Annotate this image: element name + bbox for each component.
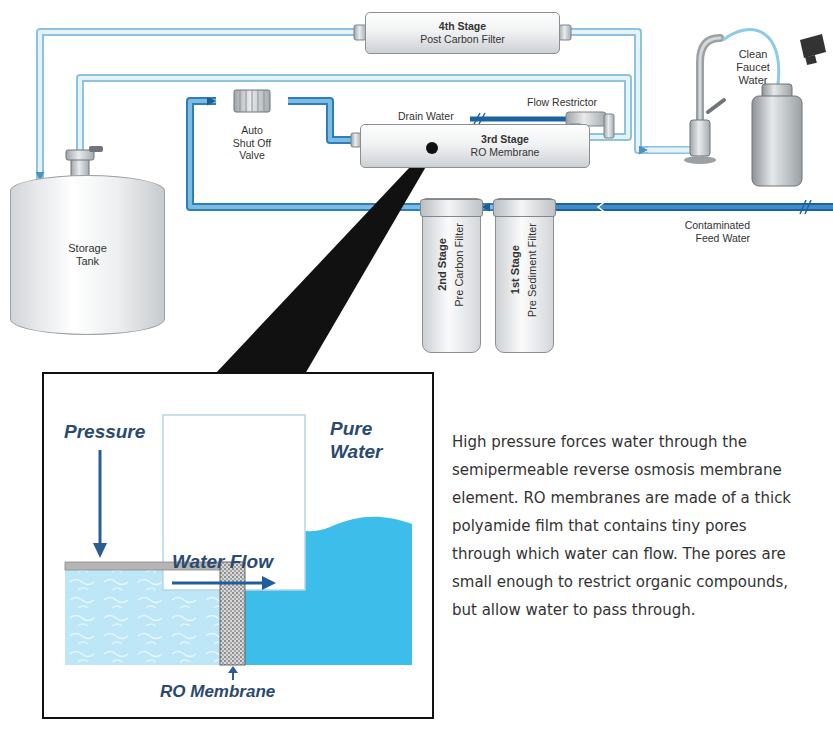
node-text-group: Auto Shut Off Valve bbox=[231, 124, 273, 162]
node-text-group: Storage Tank bbox=[57, 242, 119, 268]
filter-housing: 2nd StagePre Carbon Filter bbox=[422, 198, 481, 353]
valve-body bbox=[234, 90, 270, 112]
filter-cartridge: 4th StagePost Carbon Filter bbox=[365, 12, 560, 54]
pipe-flow bbox=[288, 101, 360, 140]
stage-heading: 2nd Stage bbox=[434, 223, 451, 307]
part-label: Flow Restrictor bbox=[527, 96, 611, 109]
filter-housing: 1st StagePre Sediment Filter bbox=[495, 198, 554, 353]
stage-heading: 4th Stage bbox=[439, 20, 486, 33]
pipe-flow bbox=[80, 78, 628, 175]
tank-valve bbox=[66, 146, 103, 177]
node-text-group: 3rd StageRO Membrane bbox=[411, 133, 540, 158]
water-pipe bbox=[80, 78, 628, 175]
pipe-label: Drain Water bbox=[398, 110, 468, 123]
pipe-label: Contaminated Feed Water bbox=[668, 219, 750, 244]
node-text-group: 2nd StagePre Carbon Filter bbox=[434, 223, 468, 307]
node-label: RO Membrane bbox=[471, 146, 540, 159]
inset-label: Pressure bbox=[64, 421, 160, 444]
inset-label: Pure Water bbox=[330, 418, 408, 464]
pipe-wall bbox=[80, 78, 628, 175]
filter-head bbox=[493, 199, 556, 217]
node-text-group: Clean Faucet Water bbox=[732, 48, 774, 88]
inset-panel bbox=[43, 373, 433, 718]
pipe-wall bbox=[288, 101, 360, 140]
shutoff-valve: Auto Shut Off Valve bbox=[216, 86, 288, 164]
drain-line bbox=[470, 113, 566, 124]
node-label: Storage Tank bbox=[57, 242, 119, 268]
node-text-group: 1st StagePre Sediment Filter bbox=[507, 223, 541, 317]
filter-head bbox=[420, 199, 483, 217]
stage-heading: 3rd Stage bbox=[481, 133, 529, 146]
pipe-flow bbox=[40, 32, 365, 181]
water-pipe bbox=[40, 32, 365, 181]
water-pipe bbox=[288, 101, 360, 140]
description-text: High pressure forces water through the s… bbox=[452, 428, 808, 624]
ro-membrane-housing: 3rd StageRO Membrane bbox=[360, 124, 590, 168]
feed-pipe bbox=[554, 200, 833, 214]
pipe-wall bbox=[40, 32, 365, 181]
node-label: Post Carbon Filter bbox=[420, 33, 505, 46]
callout-wedge bbox=[215, 146, 438, 374]
node-label: Pre Sediment Filter bbox=[525, 223, 542, 317]
node-label: Auto Shut Off Valve bbox=[231, 124, 273, 162]
node-label: Clean Faucet Water bbox=[732, 48, 774, 88]
storage-tank: Storage Tank bbox=[10, 175, 165, 335]
node-label: Pre Carbon Filter bbox=[452, 223, 469, 307]
stage-heading: 1st Stage bbox=[507, 223, 524, 317]
inset-label: Water Flow bbox=[172, 551, 292, 574]
callout-dot bbox=[426, 142, 438, 154]
inset-label: RO Membrane bbox=[160, 682, 320, 702]
node-text-group: 4th StagePost Carbon Filter bbox=[420, 20, 505, 45]
faucet: Clean Faucet Water bbox=[648, 36, 776, 164]
